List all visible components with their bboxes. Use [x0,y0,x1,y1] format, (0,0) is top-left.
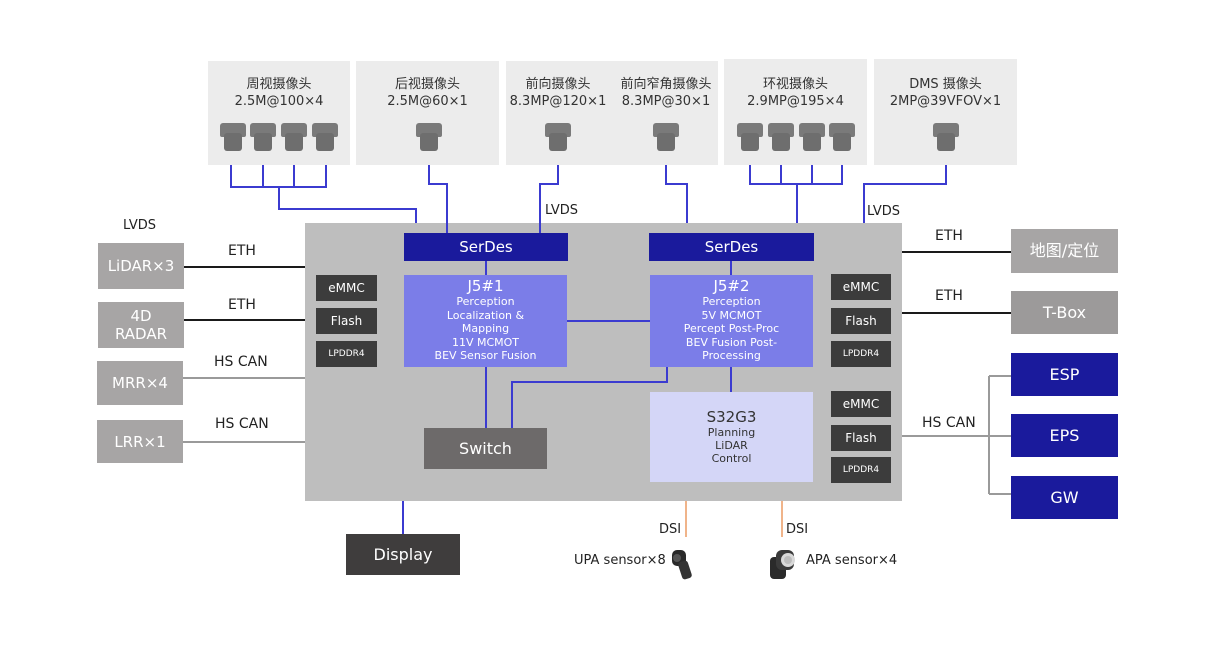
lvds-label: LVDS [545,203,578,218]
eth-label: ETH [228,297,256,313]
soc-function: Perception [456,295,515,308]
can-label: HS CAN [214,354,268,370]
soc-function: Mapping [461,322,510,335]
mcu-title: S32G3 [706,408,757,426]
memory-emmc: eMMC [831,274,891,300]
soc-j5-1: J5#1 Perception Localization & Mapping 1… [404,275,567,367]
camera-title: 前向摄像头 [525,77,591,92]
camera-title: 周视摄像头 [246,77,312,92]
mcu-function: Planning [707,426,756,439]
camera-icon [768,123,794,151]
device-esp: ESP [1011,353,1118,396]
serdes-right: SerDes [649,233,814,261]
soc-function: Percept Post-Proc [683,322,780,335]
camera-group-rear: 后视摄像头 2.5M@60×1 [356,61,499,165]
camera-title: 前向窄角摄像头 [620,77,712,92]
mcu-s32g3: S32G3 Planning LiDAR Control [650,392,813,482]
camera-group-panoramic: 环视摄像头 2.9MP@195×4 [724,59,867,165]
camera-icon [220,123,246,151]
soc-function: Perception [702,295,761,308]
memory-lpddr: LPDDR4 [831,341,891,367]
camera-group-dms: DMS 摄像头 2MP@39VFOV×1 [874,59,1017,165]
device-lrr: LRR×1 [97,420,183,463]
camera-group-front: 前向摄像头 8.3MP@120×1 前向窄角摄像头 8.3MP@30×1 [506,61,718,165]
camera-spec: 8.3MP@120×1 [509,94,607,109]
soc-function: 5V MCMOT [701,308,762,322]
camera-icon [933,123,959,151]
serdes-left: SerDes [404,233,568,261]
eth-lines [184,251,1011,321]
memory-lpddr: LPDDR4 [316,341,377,367]
can-lines [183,375,1011,495]
can-label: HS CAN [215,416,269,432]
soc-j5-2: J5#2 Perception 5V MCMOT Percept Post-Pr… [650,275,813,367]
lvds-label: LVDS [123,218,156,233]
camera-icon [653,123,679,151]
device-mrr: MRR×4 [97,361,183,405]
lvds-lines [230,165,947,534]
soc-function: Localization & [446,308,525,322]
eth-label: ETH [935,228,963,244]
ethernet-switch: Switch [424,428,547,469]
device-map: 地图/定位 [1011,229,1118,273]
dsi-lines [685,501,783,537]
ultrasonic-sensor-icon [672,550,692,580]
soc-function: Processing [702,349,761,362]
soc-function: BEV Sensor Fusion [434,349,537,362]
device-radar: 4D RADAR [98,302,184,348]
camera-icon [416,123,442,151]
soc-function: 11V MCMOT [451,335,520,349]
memory-lpddr: LPDDR4 [831,457,891,483]
soc-title: J5#2 [713,277,750,295]
mcu-function: Control [711,452,752,465]
device-gw: GW [1011,476,1118,519]
camera-spec: 8.3MP@30×1 [621,94,711,109]
camera-spec: 2MP@39VFOV×1 [889,94,1002,109]
memory-flash: Flash [831,425,891,451]
dsi-label: DSI [786,522,809,537]
camera-icon [250,123,276,151]
memory-flash: Flash [316,308,377,334]
memory-flash: Flash [831,308,891,334]
camera-title: 后视摄像头 [394,77,460,92]
eth-label: ETH [228,243,256,259]
camera-icon [829,123,855,151]
camera-spec: 2.5M@100×4 [234,94,324,109]
device-tbox: T-Box [1011,291,1118,334]
camera-title: 环视摄像头 [762,77,828,92]
device-eps: EPS [1011,414,1118,457]
camera-spec: 2.5M@60×1 [387,94,468,109]
dsi-label: DSI [659,522,682,537]
can-label: HS CAN [922,415,976,431]
display-unit: Display [346,534,460,575]
device-lidar: LiDAR×3 [98,243,184,289]
ultrasonic-sensor-icon [770,550,795,579]
upa-sensor-label: UPA sensor×8 [574,553,666,568]
camera-title: DMS 摄像头 [909,77,982,92]
memory-emmc: eMMC [831,391,891,417]
apa-sensor-label: APA sensor×4 [806,553,898,568]
camera-icon [281,123,307,151]
camera-group-surround: 周视摄像头 2.5M@100×4 [208,61,350,165]
camera-icon [799,123,825,151]
camera-icon [545,123,571,151]
memory-emmc: eMMC [316,275,377,301]
mcu-function: LiDAR [715,439,748,452]
soc-function: BEV Fusion Post- [685,335,778,349]
eth-label: ETH [935,288,963,304]
camera-icon [737,123,763,151]
soc-title: J5#1 [467,277,504,295]
lvds-label: LVDS [867,204,900,219]
camera-spec: 2.9MP@195×4 [747,94,844,109]
camera-icon [312,123,338,151]
